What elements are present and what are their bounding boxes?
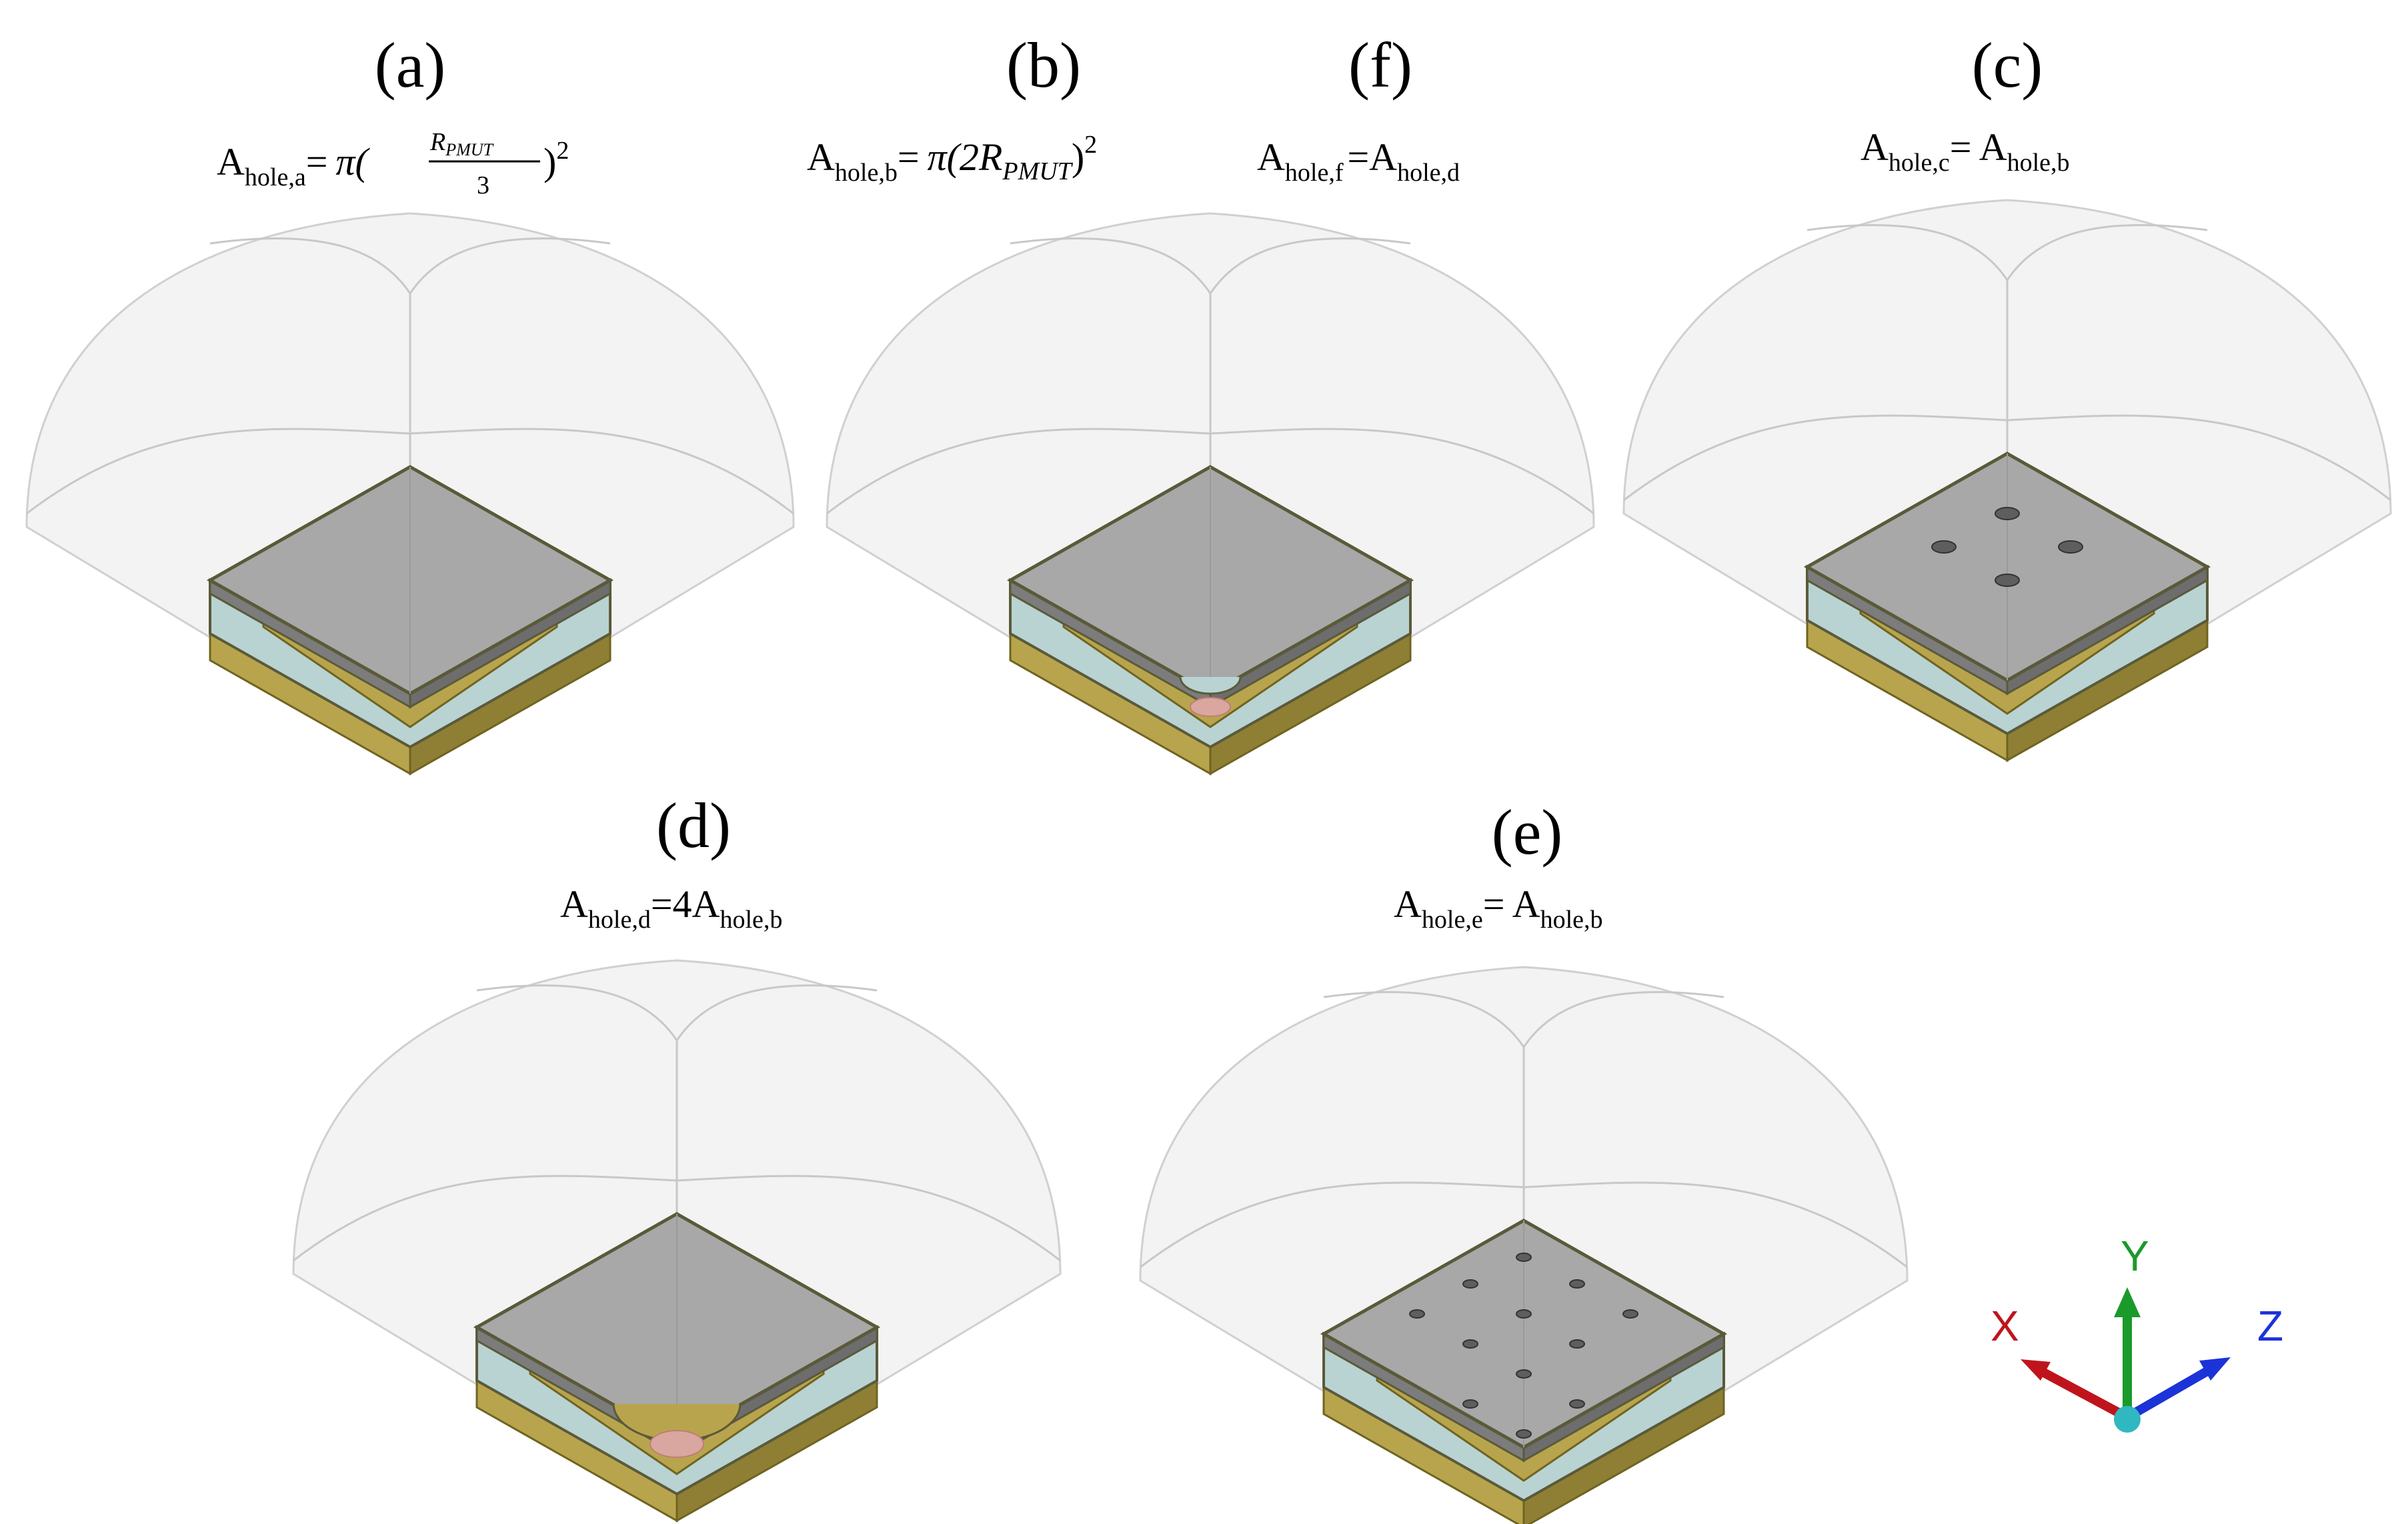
formula-f: Ahole,f=Ahole,d xyxy=(1257,135,1460,187)
z-axis-arrowhead xyxy=(2199,1357,2231,1381)
x-axis-label: X xyxy=(1991,1302,2019,1350)
panel-d-letter: (d) xyxy=(656,790,731,861)
axis-origin xyxy=(2114,1406,2141,1433)
svg-text:Ahole,e= Ahole,b: Ahole,e= Ahole,b xyxy=(1394,882,1603,934)
formula-d: Ahole,d=4Ahole,b xyxy=(560,882,782,934)
vent-hole xyxy=(1516,1253,1532,1262)
pmut-element xyxy=(1190,697,1231,717)
svg-text:)2: )2 xyxy=(543,137,569,183)
formula-a: Ahole,a=π( RPMUT 3 )2 xyxy=(217,128,569,199)
x-axis-arrow xyxy=(2031,1363,2130,1422)
vent-hole xyxy=(1462,1399,1478,1409)
dome-equator xyxy=(1623,414,2391,502)
model-a xyxy=(25,212,795,776)
vent-hole xyxy=(1995,507,2020,520)
panel-e-letter: (e) xyxy=(1492,796,1563,868)
z-axis-arrow xyxy=(2125,1363,2217,1422)
vent-hole xyxy=(1569,1399,1585,1409)
svg-text:3: 3 xyxy=(477,171,489,199)
svg-text:Ahole,d=4Ahole,b: Ahole,d=4Ahole,b xyxy=(560,882,782,934)
panel-b-letter: (b) xyxy=(1006,29,1081,101)
x-axis-arrowhead xyxy=(2021,1359,2051,1381)
vent-hole xyxy=(1409,1309,1425,1319)
dome-equator xyxy=(826,428,1594,515)
vent-hole xyxy=(1462,1279,1478,1289)
vent-hole xyxy=(1516,1309,1532,1319)
y-axis-label: Y xyxy=(2121,1232,2149,1280)
y-axis-arrowhead xyxy=(2114,1287,2141,1317)
formula-e: Ahole,e= Ahole,b xyxy=(1394,882,1603,934)
vent-hole xyxy=(2058,540,2083,554)
panel-c-letter: (c) xyxy=(1972,29,2043,101)
model-d xyxy=(292,959,1062,1523)
formula-b: Ahole,b=π(2RPMUT)2 xyxy=(807,131,1097,187)
vent-hole xyxy=(1995,574,2020,587)
vent-hole xyxy=(1462,1339,1478,1349)
vent-hole xyxy=(1569,1279,1585,1289)
panel-a-letter: (a) xyxy=(375,29,446,101)
model-b xyxy=(826,212,1595,776)
vent-hole xyxy=(1569,1339,1585,1349)
vent-hole xyxy=(1622,1309,1638,1319)
vent-hole xyxy=(1931,540,1957,554)
svg-text:Ahole,f=Ahole,d: Ahole,f=Ahole,d xyxy=(1257,135,1460,187)
z-axis-label: Z xyxy=(2257,1302,2283,1350)
svg-text:Ahole,b=π(2RPMUT)2: Ahole,b=π(2RPMUT)2 xyxy=(807,131,1097,187)
panel-f-letter: (f) xyxy=(1348,29,1412,101)
svg-text:Ahole,c= Ahole,b: Ahole,c= Ahole,b xyxy=(1861,125,2070,177)
vent-hole xyxy=(1516,1429,1532,1439)
pmut-element xyxy=(650,1430,704,1458)
vent-hole xyxy=(1516,1369,1532,1379)
axis-triad: X Y Z xyxy=(1991,1232,2283,1433)
model-c xyxy=(1622,199,2392,762)
dome-equator xyxy=(293,1175,1061,1262)
dome-equator xyxy=(26,428,794,515)
vent-hole xyxy=(1179,676,1242,695)
model-e xyxy=(1139,966,1909,1524)
svg-text:RPMUT: RPMUT xyxy=(429,128,494,159)
svg-text:Ahole,a=π(: Ahole,a=π( xyxy=(217,140,370,191)
dome-equator xyxy=(1140,1181,1908,1269)
formula-c: Ahole,c= Ahole,b xyxy=(1861,125,2070,177)
